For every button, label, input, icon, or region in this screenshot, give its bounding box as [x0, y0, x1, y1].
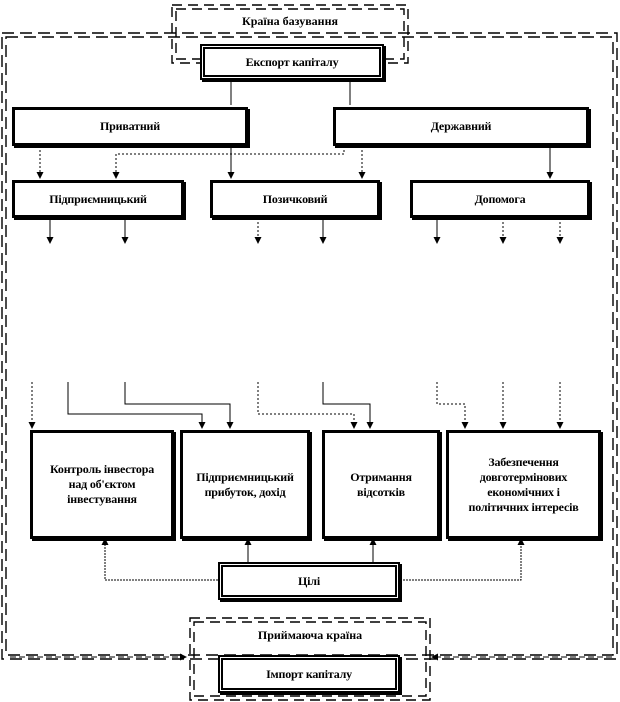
long-term-interests-goal-box: Забезпечення довготермінових економічних…: [446, 430, 601, 539]
capital-import-box: Імпорт капіталу: [218, 655, 400, 693]
entrepreneurial-form-box: Підприємницький: [12, 180, 184, 218]
loan-form-box: Позичковий: [210, 180, 380, 218]
capital-export-box: Експорт капіталу: [200, 44, 384, 80]
goals-center-box: Цілі: [218, 562, 400, 600]
destination-frame: [189, 617, 431, 701]
state-source-box: Державний: [333, 107, 589, 146]
form-out-links: [46, 218, 564, 244]
goal-in-links: [28, 382, 564, 429]
destination-country-title: Приймаюча країна: [257, 628, 363, 642]
goal-center-links: [101, 538, 525, 581]
origin-country-title: Країна базування: [242, 14, 338, 28]
investor-control-goal-box: Контроль інвестора над об'єктом інвестув…: [30, 430, 174, 539]
private-source-box: Приватний: [12, 107, 248, 146]
aid-form-box: Допомога: [410, 180, 590, 218]
state-links: [112, 146, 554, 179]
entrepreneurial-profit-goal-box: Підприємниць­кий прибуток, дохід: [180, 430, 310, 539]
export-links: [230, 80, 351, 105]
private-links: [36, 146, 235, 179]
interest-income-goal-box: Отримання відсотків: [322, 430, 440, 539]
